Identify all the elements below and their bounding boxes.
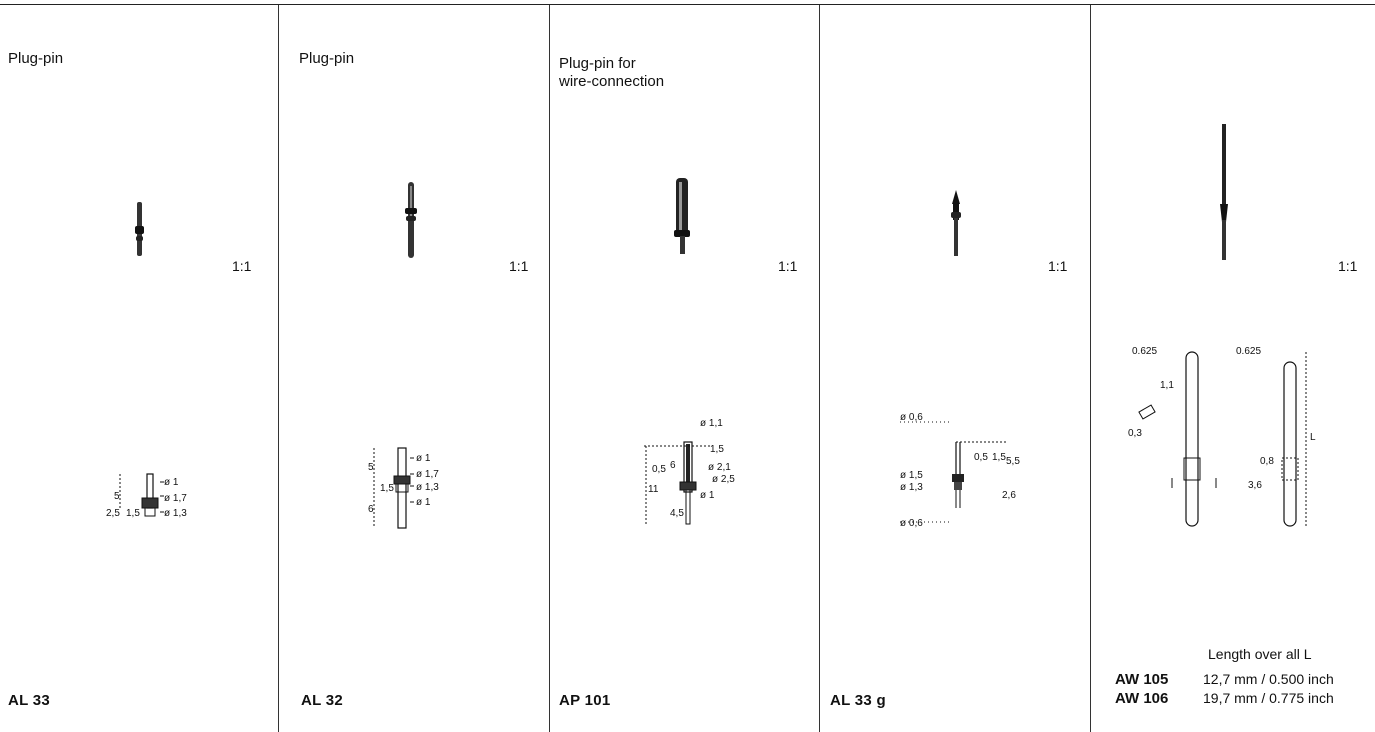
dim-label: ø 0,6 [900, 518, 923, 529]
row-value: 12,7 mm / 0.500 inch [1203, 671, 1334, 687]
panel-title: Plug-pin [299, 50, 354, 68]
dim-label: ø 1,3 [164, 508, 187, 519]
panel-divider [1090, 5, 1091, 732]
dim-label: 1,5 [992, 452, 1006, 463]
panel-ap101: Plug-pin for wire-connection 1:1 AP 101 [550, 5, 819, 732]
title-line: Plug-pin [8, 50, 64, 67]
product-code: AL 33 [8, 692, 51, 709]
title-line: Plug-pin for [559, 55, 636, 72]
dim-label: 3,6 [1248, 480, 1262, 491]
dim-label: 11 [648, 484, 659, 495]
dim-label: ø 1,1 [700, 418, 723, 429]
dim-label: 0,5 [652, 464, 666, 475]
dim-drawing-ap101: ø 1,1 0,5 6 11 1,5 ø 2,1 ø 2,5 ø 1 4,5 [644, 418, 735, 525]
dim-label: 5,5 [1006, 456, 1020, 467]
length-table-row: AW 105 12,7 mm / 0.500 inch [1115, 671, 1334, 688]
dim-label: 1,1 [1160, 380, 1174, 391]
dim-drawing-al33: ø 1 ø 1,7 ø 1,3 5 2,5 1,5 [106, 473, 187, 519]
dim-label: 6 [368, 504, 374, 515]
panel-al32: Plug-pin 1:1 AL 32 [279, 5, 549, 732]
dim-label: 0.625 [1132, 346, 1157, 357]
panel-divider [278, 5, 279, 732]
title-line: wire-connection [559, 73, 665, 90]
dim-label: ø 1,5 [900, 470, 923, 481]
dim-label: 0,8 [1260, 456, 1274, 467]
dim-label: 5 [114, 491, 120, 502]
dim-label: ø 1 [164, 477, 179, 488]
dim-label: ø 1,7 [164, 493, 187, 504]
dim-drawing-al33g: ø 0,6 ø 1,5 ø 1,3 ø 0,6 0,5 1,5 5,5 2,6 [900, 412, 1020, 529]
row-value: 19,7 mm / 0.775 inch [1203, 690, 1334, 706]
product-code: AP 101 [559, 692, 611, 709]
dim-label: L [1310, 432, 1316, 443]
scale-label: 1:1 [1338, 258, 1358, 274]
length-table-header: Length over all L [1208, 646, 1312, 662]
panel-aw: 1:1 [1091, 5, 1375, 732]
pin-photo-aw [1220, 124, 1228, 260]
row-code: AW 105 [1115, 671, 1169, 688]
row-code: AW 106 [1115, 690, 1169, 707]
panel-divider [549, 5, 550, 732]
dim-label: ø 1,3 [900, 482, 923, 493]
dim-label: 0,3 [1128, 428, 1142, 439]
title-line: Plug-pin [299, 50, 355, 67]
pin-photo-al33 [135, 202, 144, 256]
panel-title: Plug-pin [8, 50, 63, 68]
dim-label: 2,5 [106, 508, 120, 519]
dim-label: 0,5 [974, 452, 988, 463]
dim-label: 1,5 [126, 508, 140, 519]
dim-label: ø 1 [416, 453, 431, 464]
pin-photo-ap101 [674, 178, 690, 254]
panel-al33g: 1:1 AL 33 g [820, 5, 1090, 732]
panel-al33: Plug-pin 1:1 AL 33 [0, 5, 278, 732]
scale-label: 1:1 [1048, 258, 1068, 274]
scale-label: 1:1 [232, 258, 252, 274]
dim-label: 6 [670, 460, 676, 471]
top-rule [0, 4, 1375, 5]
dim-label: 1,5 [710, 444, 724, 455]
dim-label: ø 1 [700, 490, 715, 501]
dim-label: 5 [368, 462, 374, 473]
pin-photo-al33g [951, 190, 961, 256]
scale-label: 1:1 [778, 258, 798, 274]
dim-label: 4,5 [670, 508, 684, 519]
panel-divider [819, 5, 820, 732]
scale-label: 1:1 [509, 258, 529, 274]
dim-label: ø 2,1 [708, 462, 731, 473]
dim-label: 0.625 [1236, 346, 1261, 357]
dim-drawing-aw: 0.625 0.625 1,1 0,3 0,8 3,6 L [1128, 346, 1316, 527]
pin-photo-al32 [405, 182, 417, 258]
panel-title: Plug-pin for wire-connection [559, 55, 664, 91]
dim-label: ø 1,3 [416, 482, 439, 493]
product-code: AL 33 g [830, 692, 887, 709]
dim-label: 1,5 [380, 483, 394, 494]
dim-label: ø 1 [416, 497, 431, 508]
product-code: AL 32 [301, 692, 344, 709]
length-table-row: AW 106 19,7 mm / 0.775 inch [1115, 690, 1334, 707]
dim-label: ø 2,5 [712, 474, 735, 485]
dim-drawing-al32: ø 1 ø 1,7 ø 1,3 ø 1 5 1,5 6 [368, 447, 439, 529]
dim-label: ø 0,6 [900, 412, 923, 423]
dim-label: 2,6 [1002, 490, 1016, 501]
dim-label: ø 1,7 [416, 469, 439, 480]
